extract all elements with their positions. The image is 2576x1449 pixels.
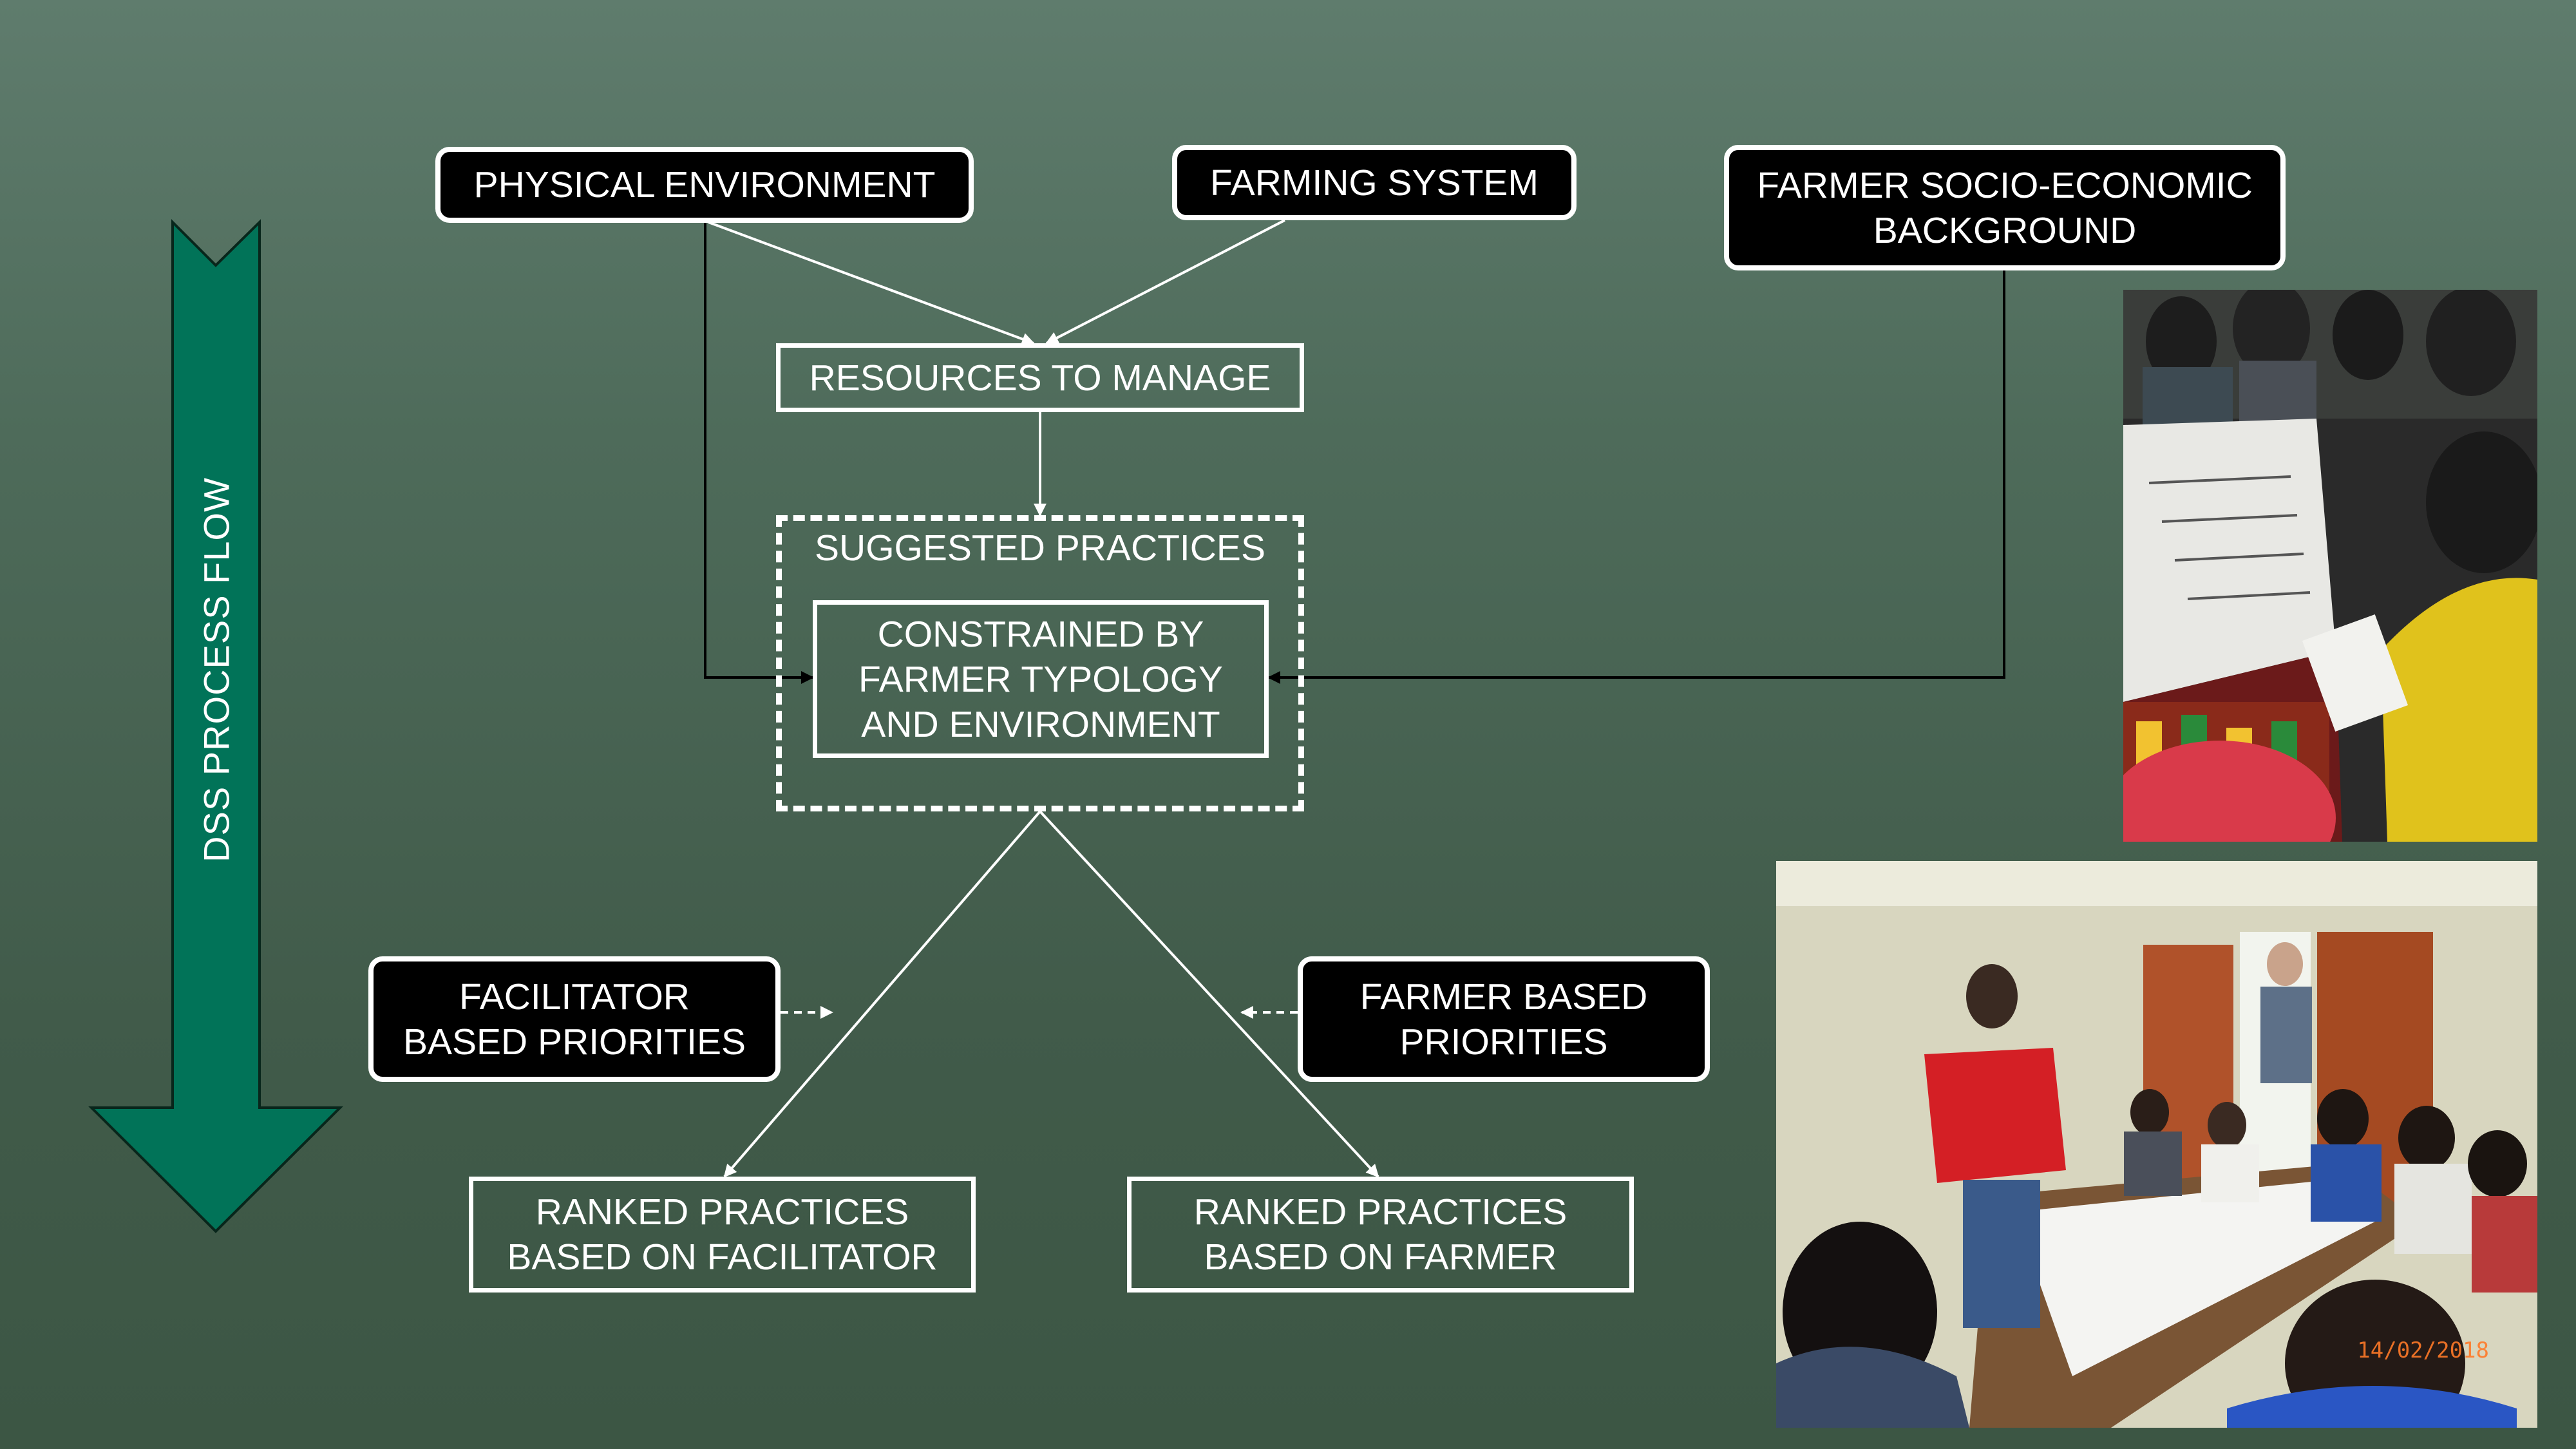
workshop-photo-top (2123, 290, 2537, 842)
farming-system-box: FARMING SYSTEM (1172, 145, 1577, 220)
connector-suggested-to-ranked-facilitator (723, 810, 1041, 1178)
ranked-practices-farmer-box: RANKED PRACTICES BASED ON FARMER (1127, 1177, 1634, 1293)
suggested-practices-title: SUGGESTED PRACTICES (815, 527, 1265, 569)
suggested-practices-container (776, 515, 1304, 811)
photo-date-stamp: 14/02/2018 (2357, 1338, 2489, 1363)
farmer-socio-economic-box: FARMER SOCIO-ECONOMIC BACKGROUND (1724, 145, 2286, 270)
facilitator-priorities-box: FACILITATOR BASED PRIORITIES (368, 956, 781, 1082)
connector-suggested-to-ranked-farmer (1039, 810, 1379, 1178)
physical-environment-box: PHYSICAL ENVIRONMENT (435, 147, 974, 223)
connector-socio-to-constrained (1267, 270, 2005, 684)
ranked-practices-facilitator-box: RANKED PRACTICES BASED ON FACILITATOR (469, 1177, 976, 1293)
connector-farming-to-resources (1045, 219, 1285, 345)
resources-to-manage-box: RESOURCES TO MANAGE (776, 343, 1304, 412)
workshop-photo-bottom: 14/02/2018 (1776, 861, 2537, 1428)
connector-physical-to-resources (708, 221, 1035, 346)
dss-process-flow-label: DSS PROCESS FLOW (196, 477, 237, 862)
farmer-priorities-box: FARMER BASED PRIORITIES (1298, 956, 1710, 1082)
constrained-by-typology-box: CONSTRAINED BY FARMER TYPOLOGY AND ENVIR… (813, 600, 1269, 758)
process-flow-arrow (88, 219, 343, 1233)
